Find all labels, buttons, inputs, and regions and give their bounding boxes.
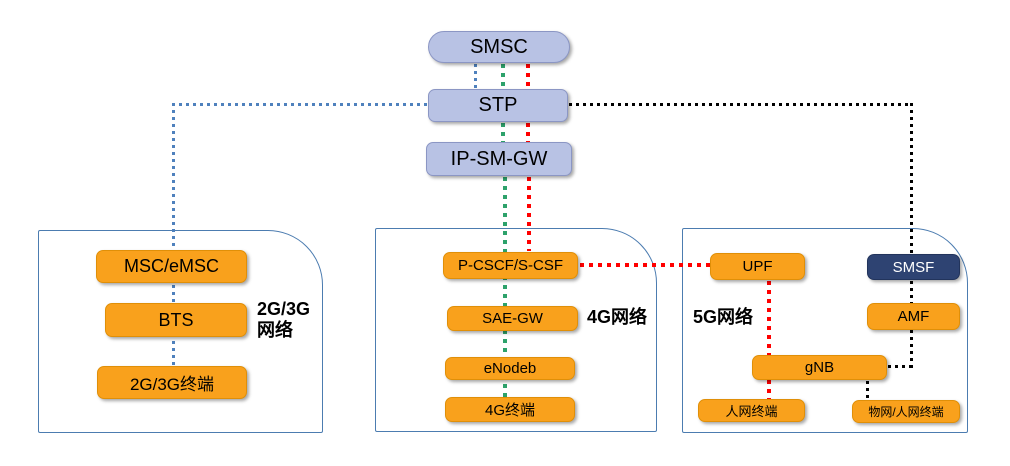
edge-ipsmgw-4gchain-green (503, 177, 507, 398)
node-iot-human-net-terminal-label: 物网/人网终端 (868, 405, 944, 419)
edge-ipsmgw-pcscf-red (527, 177, 531, 251)
node-4g-terminal: 4G终端 (445, 397, 575, 422)
group-label-4g: 4G网络 (587, 307, 647, 328)
group-label-4g-line1: 4G网络 (587, 307, 648, 327)
node-4g-terminal-label: 4G终端 (484, 402, 535, 419)
node-pcscf-scsf-label: P-CSCF/S-CSF (458, 257, 563, 274)
edge-stp-ipsmgw-green (501, 123, 505, 142)
node-iot-human-net-terminal: 物网/人网终端 (852, 400, 960, 423)
edge-amf-gnb-black-h (888, 365, 913, 368)
group-label-5g: 5G网络 (693, 307, 753, 328)
node-human-net-terminal-label: 人网终端 (725, 404, 778, 419)
node-gnb: gNB (752, 355, 887, 380)
node-gnb-label: gNB (804, 359, 835, 376)
node-amf-label: AMF (897, 308, 930, 325)
node-smsc: SMSC (428, 31, 570, 63)
node-bts: BTS (105, 303, 247, 337)
node-2g3g-terminal-label: 2G/3G终端 (129, 375, 215, 394)
node-smsf: SMSF (867, 254, 960, 280)
edge-upf-gnb-thuman-red (767, 281, 771, 399)
node-smsf-label: SMSF (892, 258, 935, 276)
node-sae-gw-label: SAE-GW (482, 310, 543, 327)
edge-stp-smsf-black-h (569, 103, 913, 106)
node-stp: STP (428, 89, 568, 122)
node-bts-label: BTS (158, 309, 194, 330)
node-enodeb-label: eNodeb (483, 360, 537, 377)
edge-stp-smsf-black-v (910, 103, 913, 255)
edge-smsc-stp-blue (474, 64, 477, 89)
node-stp-label: STP (478, 94, 518, 116)
node-smsc-label: SMSC (470, 35, 528, 58)
group-label-2g3g: 2G/3G 网络 (257, 299, 310, 341)
node-upf-label: UPF (742, 258, 773, 275)
edge-stp-msc-blue-v (172, 103, 175, 366)
node-amf: AMF (867, 303, 960, 330)
node-2g3g-terminal: 2G/3G终端 (97, 366, 247, 399)
edge-smsc-stp-green (501, 64, 505, 89)
edge-stp-ipsmgw-red (526, 123, 530, 142)
node-upf: UPF (710, 253, 805, 280)
group-label-5g-line1: 5G网络 (693, 307, 754, 327)
edge-stp-msc-blue-h (172, 103, 428, 106)
node-enodeb: eNodeb (445, 357, 575, 380)
node-pcscf-scsf: P-CSCF/S-CSF (443, 252, 578, 279)
group-label-2g3g-line1: 2G/3G (257, 299, 311, 319)
group-label-2g3g-line2: 网络 (257, 320, 293, 341)
edge-pcscf-upf-red (580, 263, 710, 267)
node-msc-emsc-label: MSC/eMSC (123, 256, 219, 276)
node-ip-sm-gw-label: IP-SM-GW (450, 147, 548, 170)
node-human-net-terminal: 人网终端 (698, 399, 805, 422)
node-ip-sm-gw: IP-SM-GW (426, 142, 572, 176)
edge-gnb-tiot-black (866, 381, 869, 401)
node-sae-gw: SAE-GW (447, 306, 578, 331)
node-msc-emsc: MSC/eMSC (96, 250, 247, 283)
edge-smsc-stp-red (526, 64, 530, 89)
